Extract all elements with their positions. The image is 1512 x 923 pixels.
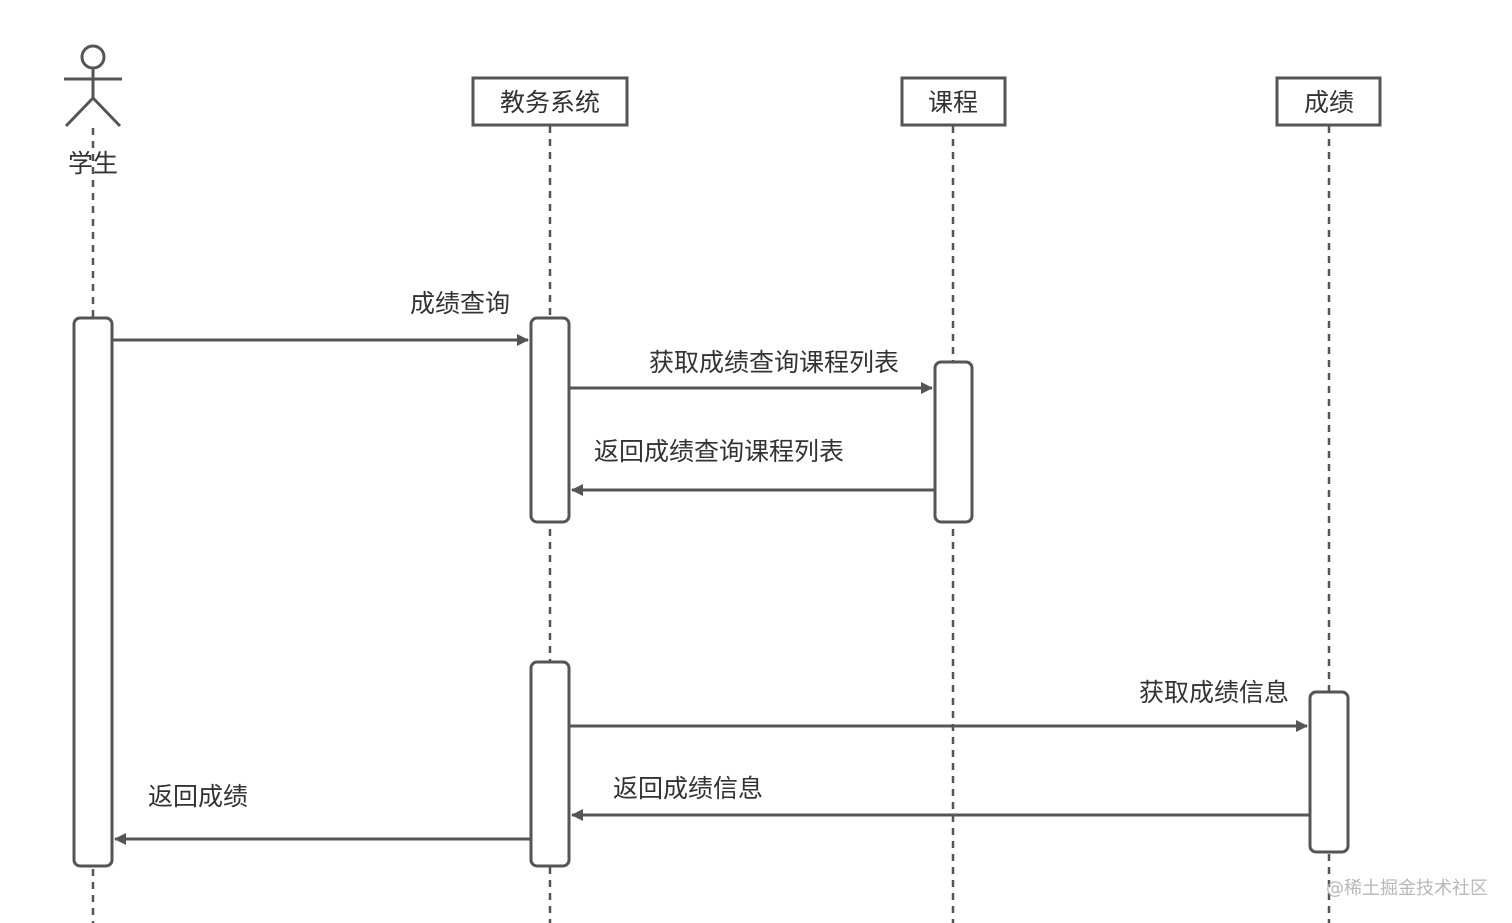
message-label-6: 返回成绩 bbox=[148, 782, 248, 811]
actor-label: 学生 bbox=[68, 149, 118, 178]
message-label-3: 返回成绩查询课程列表 bbox=[594, 437, 844, 466]
message-label-4: 获取成绩信息 bbox=[1139, 678, 1289, 707]
actor-figure-icon bbox=[64, 44, 122, 128]
participant-course: 课程 bbox=[900, 76, 1007, 127]
watermark: @稀土掘金技术社区 bbox=[1326, 878, 1488, 899]
participant-course-label: 课程 bbox=[928, 88, 978, 117]
message-label-2: 获取成绩查询课程列表 bbox=[649, 348, 899, 377]
activation-system-2 bbox=[529, 660, 571, 868]
activation-student bbox=[72, 316, 114, 868]
participant-grade-label: 成绩 bbox=[1304, 88, 1354, 117]
participant-grade: 成绩 bbox=[1275, 76, 1382, 127]
activation-course bbox=[933, 360, 974, 524]
message-label-5: 返回成绩信息 bbox=[613, 774, 763, 803]
activation-system-1 bbox=[529, 316, 571, 524]
participant-system-label: 教务系统 bbox=[500, 88, 600, 117]
participant-system: 教务系统 bbox=[471, 76, 629, 127]
message-label-1: 成绩查询 bbox=[410, 289, 510, 318]
activation-grade bbox=[1308, 690, 1350, 854]
